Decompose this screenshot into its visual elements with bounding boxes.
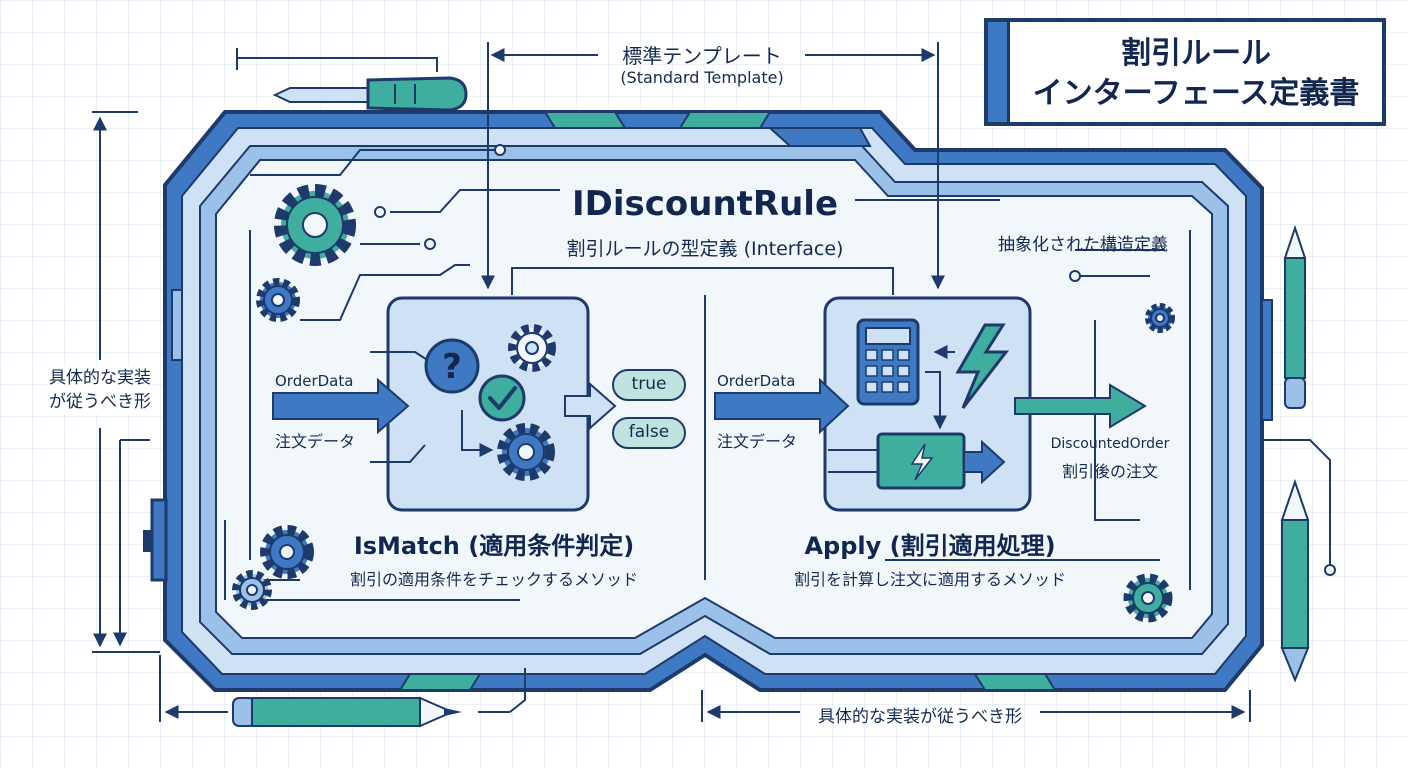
lightning-icon <box>910 443 934 481</box>
ismatch-description: 割引の適用条件をチェックするメソッド <box>349 570 639 589</box>
gear-icons <box>232 184 1175 623</box>
ismatch-output-arrow <box>564 381 617 431</box>
lightning-icon <box>955 323 1010 409</box>
document-title-box: 割引ルール インターフェース定義書 <box>984 18 1386 126</box>
apply-output-jp: 割引後の注文 <box>1061 462 1159 481</box>
document-title-line1: 割引ルール <box>1121 36 1271 71</box>
check-icon <box>478 374 526 422</box>
document-title-line2: インターフェース定義書 <box>1032 76 1360 111</box>
gear-icon <box>274 184 356 266</box>
bottom-dimension <box>159 655 1251 722</box>
pencil-icon <box>1283 224 1307 409</box>
gear-icon <box>1123 573 1173 623</box>
gear-icon <box>497 423 555 481</box>
template-label-en: (Standard Template) <box>620 68 784 87</box>
apply-input-en: OrderData <box>717 372 796 390</box>
template-dimension <box>481 42 945 290</box>
circuit-nodes <box>374 144 1336 576</box>
top-left-bracket <box>236 48 438 72</box>
gear-icon <box>508 324 556 372</box>
apply-description: 割引を計算し注文に適用するメソッド <box>793 570 1067 589</box>
gear-icon <box>232 570 272 610</box>
pencil-icon <box>1280 478 1310 683</box>
apply-input-jp: 注文データ <box>717 432 798 451</box>
apply-title: Apply (割引適用処理) <box>804 532 1056 560</box>
left-dimension-label-line2: が従うべき形 <box>49 392 151 412</box>
interface-name: IDiscountRule <box>571 184 839 224</box>
bottom-dimension-label: 具体的な実装が従うべき形 <box>818 707 1022 727</box>
ismatch-input-jp: 注文データ <box>275 432 356 451</box>
interface-subtitle: 割引ルールの型定義 (Interface) <box>566 238 844 260</box>
gear-icon <box>1145 303 1175 333</box>
title-accent-bar <box>988 22 1010 122</box>
left-dimension <box>92 111 160 653</box>
template-label-jp: 標準テンプレート <box>622 44 782 68</box>
gear-icon <box>256 278 300 322</box>
true-badge <box>612 369 686 401</box>
left-dimension-label: 具体的な実装 が従うべき形 <box>49 366 151 414</box>
ismatch-output-true: true <box>631 374 667 394</box>
svg-text:?: ? <box>442 347 462 387</box>
calculator-icon <box>856 318 920 406</box>
ismatch-output-false: false <box>628 422 670 442</box>
ismatch-title: IsMatch (適用条件判定) <box>353 532 635 560</box>
ismatch-input-en: OrderData <box>275 372 354 390</box>
circuit-lines <box>224 149 1191 601</box>
gear-icon <box>260 525 314 579</box>
ismatch-input-arrow <box>272 377 410 435</box>
pencil-icon <box>232 696 462 728</box>
left-dimension-label-line1: 具体的な実装 <box>49 368 151 388</box>
interface-connector <box>511 267 894 295</box>
screwdriver-icon <box>272 76 468 112</box>
apply-output-en: DiscountedOrder <box>1050 436 1170 452</box>
question-icon: ? <box>424 338 480 394</box>
apply-output-arrow <box>1014 383 1147 429</box>
abstract-note: 抽象化された構造定義 <box>998 235 1168 255</box>
false-badge <box>612 417 686 449</box>
apply-input-arrow <box>714 377 850 435</box>
